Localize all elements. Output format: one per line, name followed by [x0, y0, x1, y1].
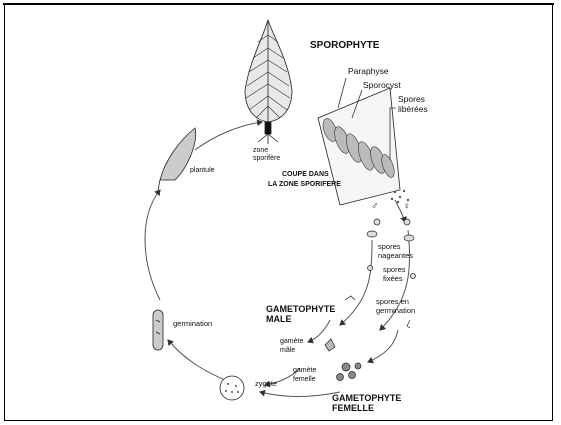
- label-paraphyse: Paraphyse: [348, 66, 389, 76]
- female-gametophyte-illustration: [337, 363, 362, 381]
- label-gamete-femelle-2: femelle: [293, 376, 316, 383]
- label-zone-sporifere-1: zone: [253, 147, 268, 154]
- label-germination: germination: [173, 319, 212, 328]
- arrow-plantule-to-sporophyte: [195, 122, 262, 150]
- label-spores-fixees-1: spores: [383, 265, 406, 274]
- label-sporophyte: SPOROPHYTE: [310, 40, 380, 51]
- label-sporocyst: Sporocyst: [363, 80, 401, 90]
- label-gametophyte-male-2: MALE: [266, 314, 292, 324]
- label-spores-nageantes-1: spores: [378, 242, 401, 251]
- label-zone-sporifere-2: sporifère: [253, 155, 280, 162]
- label-spores-fixees-2: fixées: [383, 274, 403, 283]
- arrow-spores-male: [340, 240, 372, 325]
- arrow-male-to-gamete: [308, 320, 330, 342]
- germination-illustration: [153, 310, 163, 350]
- label-gamete-male-1: gamète: [280, 338, 303, 345]
- label-gametophyte-femelle-2: FEMELLE: [332, 403, 374, 413]
- arrow-female-gametophyte-right: [368, 330, 398, 362]
- label-gametophyte-male-1: GAMETOPHYTE: [266, 304, 335, 314]
- label-coupe-1: COUPE DANS: [282, 171, 329, 178]
- label-gametophyte-femelle-1: GAMETOPHYTE: [332, 393, 401, 403]
- sporophyte-illustration: [245, 20, 292, 144]
- label-spores-liberees-1: Spores: [398, 94, 425, 104]
- male-symbol: ♂: [371, 201, 379, 212]
- label-gamete-male-2: mâle: [280, 347, 295, 354]
- arrow-germination-to-plantule: [145, 190, 160, 300]
- label-plantule: plantule: [190, 167, 215, 174]
- male-gametophyte-illustration: [325, 339, 335, 351]
- label-spores-germination-2: germination: [376, 306, 415, 315]
- arrow-zygote-to-germination: [168, 340, 230, 382]
- label-coupe-2: LA ZONE SPORIFERE: [268, 181, 341, 188]
- label-zygote: zygote: [255, 379, 277, 388]
- label-gamete-femelle-1: gamète: [293, 367, 316, 374]
- female-symbol: ♀: [403, 201, 411, 212]
- zygote-illustration: [220, 376, 244, 400]
- label-spores-nageantes-2: nageantes: [378, 251, 413, 260]
- label-spores-germination-1: spores en: [376, 297, 409, 306]
- label-spores-liberees-2: libérées: [398, 104, 428, 114]
- plantule-illustration: [158, 128, 196, 190]
- arrow-gametophyte-to-zygote: [260, 392, 340, 397]
